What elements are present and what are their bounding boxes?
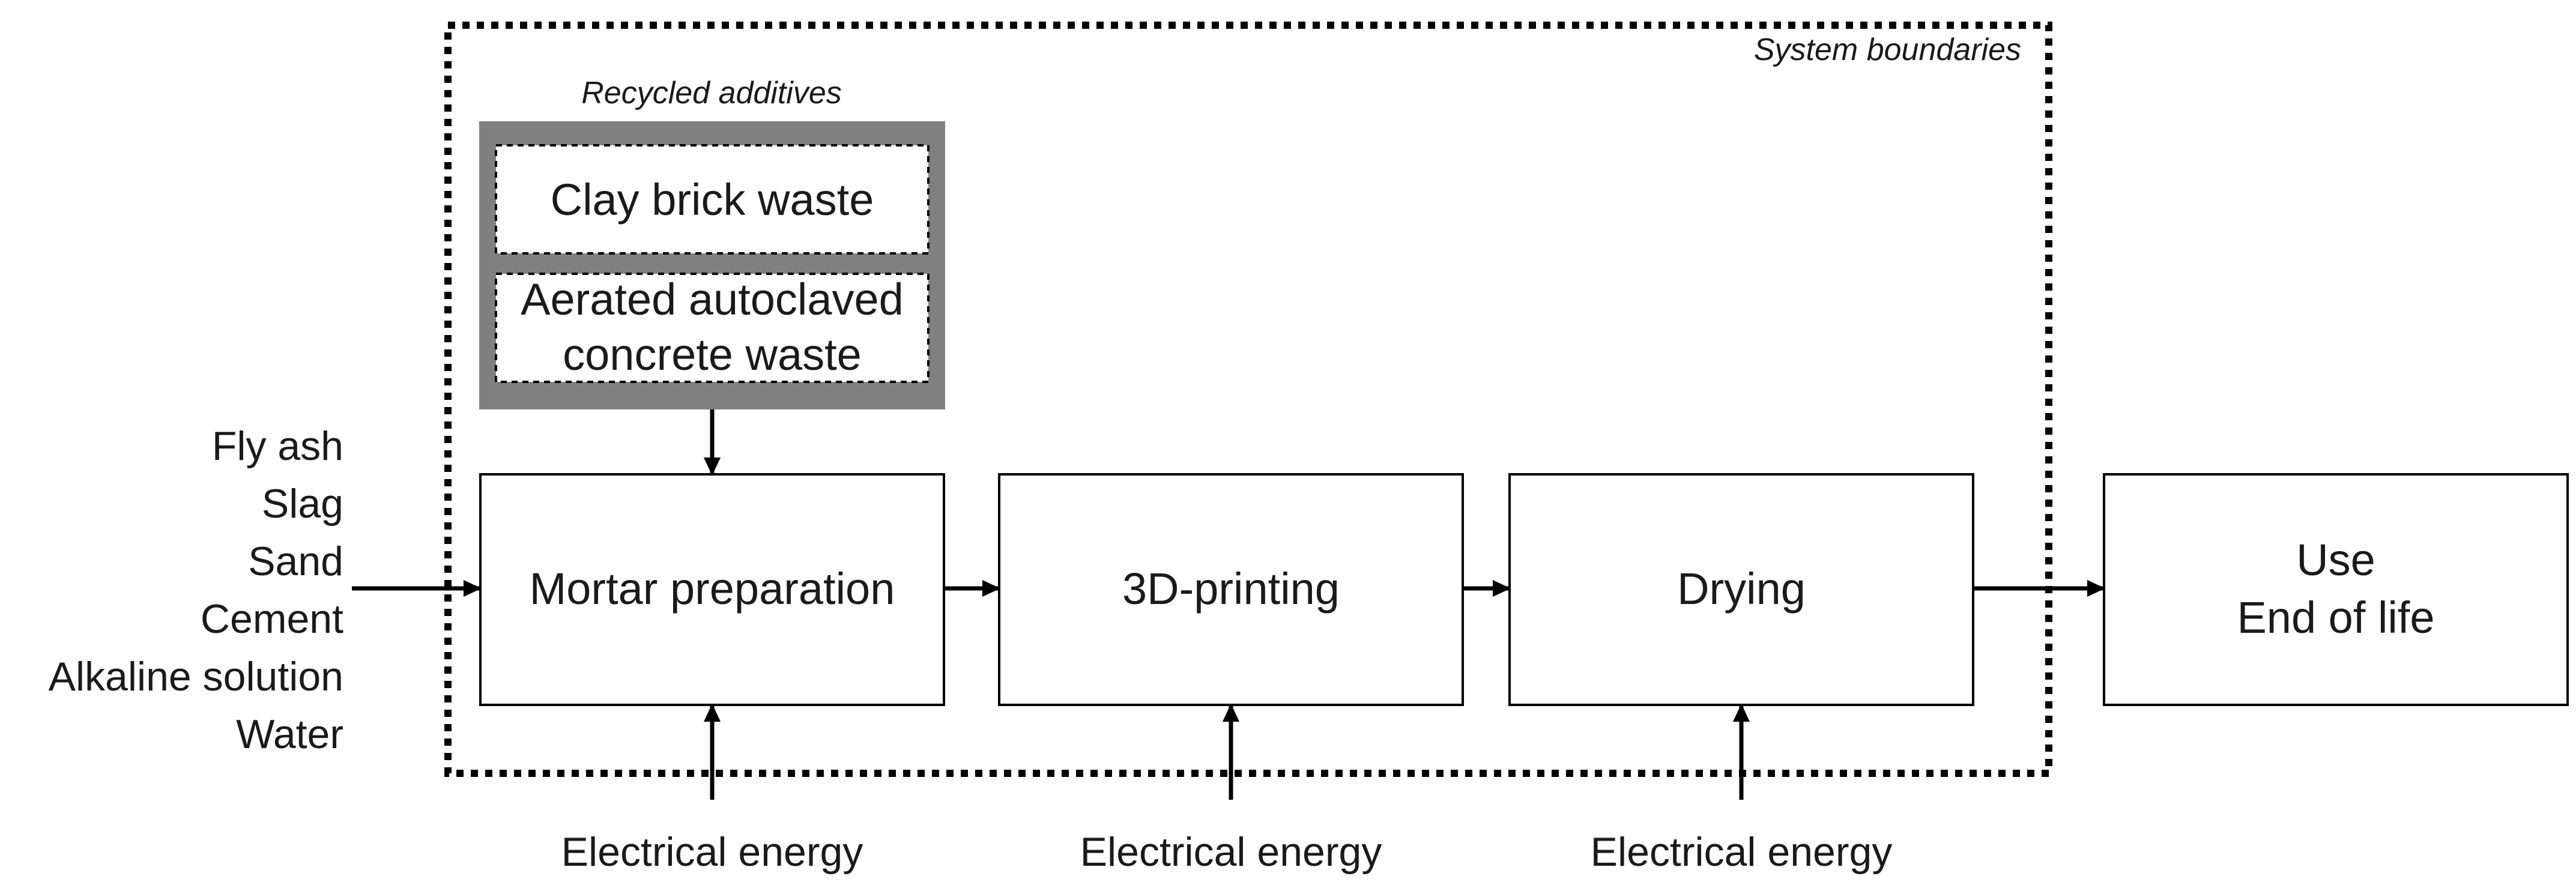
input-water: Water xyxy=(236,711,343,757)
output-use-end-of-life: Use End of life xyxy=(2103,473,2569,706)
process-box xyxy=(479,473,945,706)
process-box xyxy=(1508,473,1974,706)
process-drying: Drying xyxy=(1508,473,1974,706)
output-label-line-2: End of life xyxy=(2237,593,2434,642)
additive-label-line-1: Aerated autoclaved xyxy=(521,274,904,324)
energy-input-printing: Electrical energy xyxy=(1080,704,1382,875)
additive-clay-brick-waste: Clay brick waste xyxy=(495,144,930,255)
system-boundary-frame xyxy=(444,22,2052,777)
energy-label: Electrical energy xyxy=(1080,829,1382,875)
process-label: 3D-printing xyxy=(1122,564,1340,614)
additive-aerated-autoclaved-concrete-waste: Aerated autoclaved concrete waste xyxy=(495,273,930,383)
input-alkaline-solution: Alkaline solution xyxy=(49,654,343,699)
output-label-line-1: Use xyxy=(2296,535,2375,585)
output-box xyxy=(2103,473,2569,706)
energy-label: Electrical energy xyxy=(1591,829,1893,875)
recycled-additives-title: Recycled additives xyxy=(581,76,842,110)
process-label: Drying xyxy=(1677,564,1806,614)
raw-material-inputs: Fly ash Slag Sand Cement Alkaline soluti… xyxy=(49,423,344,757)
input-fly-ash: Fly ash xyxy=(212,423,343,469)
additive-box xyxy=(495,144,930,255)
process-box xyxy=(998,473,1464,706)
energy-label: Electrical energy xyxy=(561,829,863,875)
process-mortar-preparation: Mortar preparation xyxy=(479,473,945,706)
energy-input-drying: Electrical energy xyxy=(1591,704,1893,875)
process-label: Mortar preparation xyxy=(530,564,895,614)
additive-label-line-2: concrete waste xyxy=(563,330,862,379)
energy-input-mortar: Electrical energy xyxy=(561,704,863,875)
additive-box xyxy=(495,273,930,383)
additive-label: Clay brick waste xyxy=(551,175,874,225)
process-3d-printing: 3D-printing xyxy=(998,473,1464,706)
input-sand: Sand xyxy=(248,539,343,584)
input-cement: Cement xyxy=(201,596,343,642)
input-slag: Slag xyxy=(262,481,343,527)
system-boundaries-label: System boundaries xyxy=(1754,32,2021,67)
